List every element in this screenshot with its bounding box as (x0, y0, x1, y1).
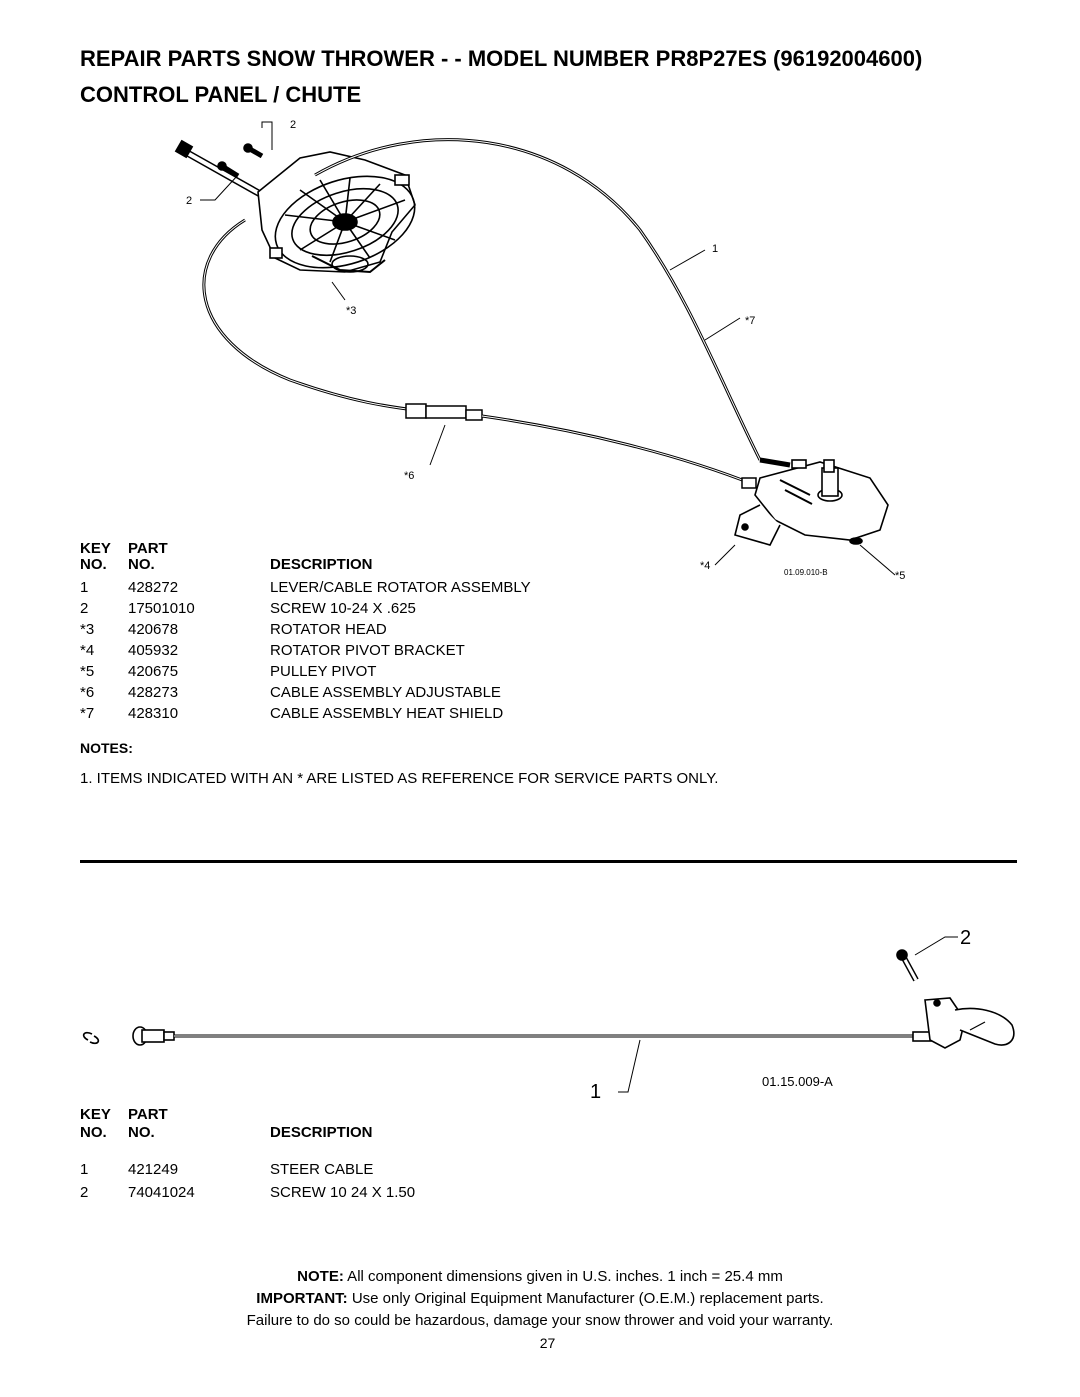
description: CABLE ASSEMBLY ADJUSTABLE (270, 684, 501, 701)
drawing-number-2: 01.15.009-A (762, 1074, 833, 1089)
description: SCREW 10-24 X .625 (270, 600, 416, 617)
key-no: 1 (80, 1161, 89, 1178)
key-no: *5 (80, 663, 95, 680)
callout-2-left: 2 (186, 195, 192, 207)
table2-description-header: DESCRIPTION (270, 1124, 373, 1141)
table1-part-header-top: PART (128, 540, 168, 557)
cable-assembly-heat-shield (314, 138, 791, 468)
callout-5: *5 (895, 570, 905, 582)
key-no: 1 (80, 579, 89, 596)
callout-2: 2 (960, 927, 971, 949)
description: ROTATOR HEAD (270, 621, 387, 638)
part-no: 428272 (128, 579, 179, 596)
important-note: IMPORTANT: Use only Original Equipment M… (0, 1290, 1080, 1307)
part-no: 74041024 (128, 1184, 195, 1201)
part-no: 420678 (128, 621, 179, 638)
part-no: 17501010 (128, 600, 195, 617)
note-text: All component dimensions given in U.S. i… (343, 1268, 783, 1285)
table1-key-header-bottom: NO. (80, 556, 107, 573)
drawing-number-1: 01.09.010-B (784, 568, 828, 577)
key-no: *3 (80, 621, 95, 638)
pulley-pivot (817, 459, 863, 545)
screw-part-2-top (243, 143, 264, 159)
callout-7: *7 (745, 315, 755, 327)
dimension-note: NOTE: All component dimensions given in … (0, 1268, 1080, 1285)
important-label: IMPORTANT: (256, 1290, 348, 1307)
table2-key-header-bottom: NO. (80, 1124, 107, 1141)
notes-heading: NOTES: (80, 740, 133, 756)
page-number: 27 (539, 1335, 556, 1351)
cable-assembly-adjustable (202, 218, 757, 489)
note-label: NOTE: (297, 1268, 344, 1285)
callout-2-top: 2 (290, 119, 296, 131)
important-text: Use only Original Equipment Manufacturer… (347, 1290, 824, 1307)
callout-3: *3 (346, 305, 356, 317)
screw-part-2-left (217, 161, 240, 179)
steer-cable (82, 997, 1015, 1049)
key-no: *6 (80, 684, 95, 701)
key-no: 2 (80, 600, 89, 617)
table1-part-header-bottom: NO. (128, 556, 155, 573)
rotator-head-assembly (257, 151, 416, 274)
key-no: 2 (80, 1184, 89, 1201)
description: PULLEY PIVOT (270, 663, 377, 680)
description: SCREW 10 24 X 1.50 (270, 1184, 416, 1201)
table2-part-header-top: PART (128, 1106, 168, 1123)
part-no: 405932 (128, 642, 179, 659)
key-no: *7 (80, 705, 95, 722)
part-no: 428273 (128, 684, 179, 701)
screw-part-2 (896, 949, 919, 982)
description: LEVER/CABLE ROTATOR ASSEMBLY (270, 579, 531, 596)
table2-part-header-bottom: NO. (128, 1124, 155, 1141)
part-no: 420675 (128, 663, 179, 680)
callout-4: *4 (700, 560, 710, 572)
lever-shaft (174, 139, 264, 199)
section-divider (80, 860, 1017, 863)
key-no: *4 (80, 642, 95, 659)
note-item: 1. ITEMS INDICATED WITH AN * ARE LISTED … (80, 770, 719, 787)
callout-1: 1 (590, 1081, 601, 1103)
description: STEER CABLE (270, 1161, 374, 1178)
warning-text: Failure to do so could be hazardous, dam… (246, 1312, 834, 1329)
page-title: REPAIR PARTS SNOW THROWER - - MODEL NUMB… (80, 46, 923, 71)
page-subtitle: CONTROL PANEL / CHUTE (80, 82, 362, 107)
part-no: 421249 (128, 1161, 179, 1178)
description: ROTATOR PIVOT BRACKET (270, 642, 465, 659)
callout-1: 1 (712, 243, 718, 255)
description: CABLE ASSEMBLY HEAT SHIELD (270, 705, 504, 722)
rotator-pivot-bracket (734, 459, 889, 546)
part-no: 428310 (128, 705, 179, 722)
table1-description-header: DESCRIPTION (270, 556, 373, 573)
table1-key-header-top: KEY (80, 540, 111, 557)
callout-6: *6 (404, 470, 414, 482)
table2-key-header-top: KEY (80, 1106, 111, 1123)
